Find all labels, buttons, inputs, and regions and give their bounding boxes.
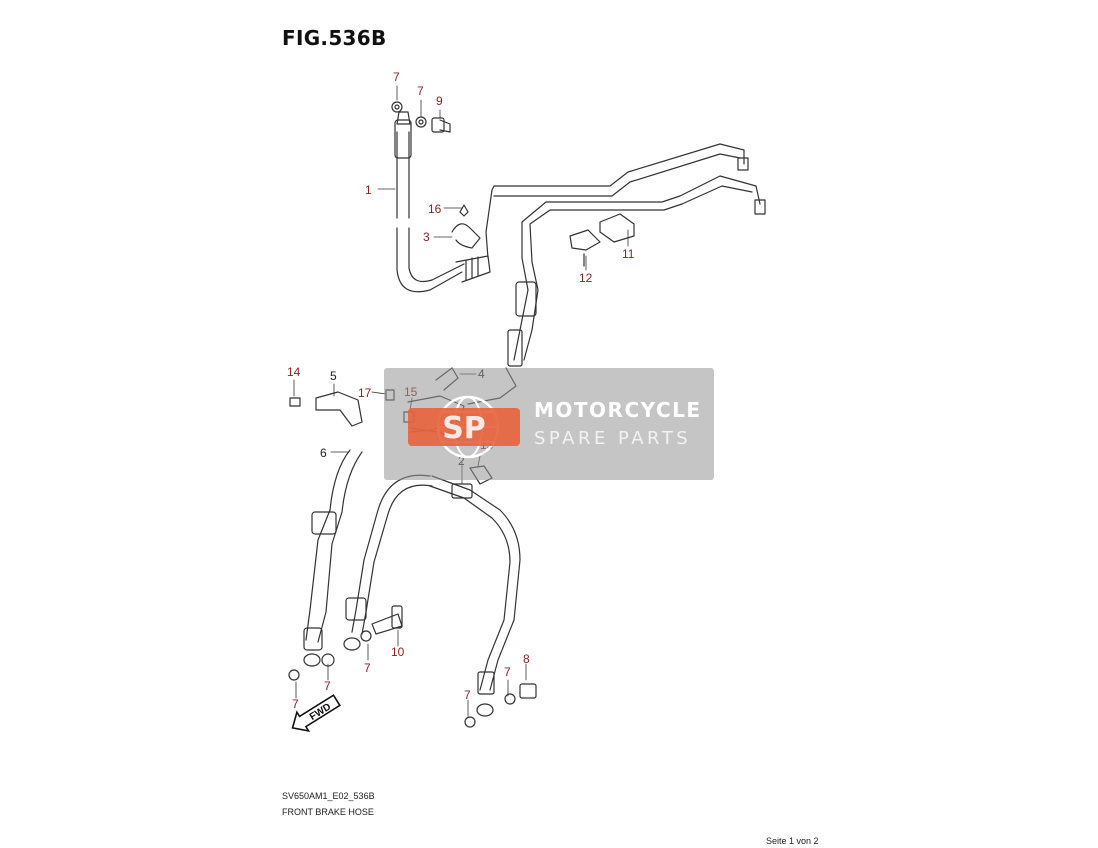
callout-14: 14 (287, 365, 301, 379)
watermark-banner: SP MOTORCYCLE SPARE PARTS (384, 368, 714, 480)
callout-6: 6 (320, 446, 327, 460)
callout-7: 7 (364, 661, 371, 675)
callout-10: 10 (391, 645, 405, 659)
upper-brake-hose (394, 111, 491, 293)
callout-7: 7 (504, 665, 511, 679)
callout-7: 7 (324, 679, 331, 693)
callout-17: 17 (358, 386, 372, 400)
logo-letters: SP (442, 411, 486, 446)
watermark-title: MOTORCYCLE (534, 398, 702, 422)
brake-pipe (467, 143, 766, 405)
callout-3: 3 (423, 230, 430, 244)
figure-code: SV650AM1_E02_536B (282, 791, 375, 801)
fwd-arrow-icon: FWD (291, 694, 341, 732)
callout-8: 8 (523, 652, 530, 666)
callout-12: 12 (579, 271, 593, 285)
front-right-hose (343, 474, 521, 728)
clamp-parts (451, 204, 635, 267)
callout-11: 11 (622, 247, 635, 261)
watermark-subtitle: SPARE PARTS (534, 428, 692, 449)
page-indicator: Seite 1 von 2 (766, 836, 819, 846)
callout-7: 7 (393, 70, 400, 84)
globe-logo-icon: SP (408, 395, 520, 459)
washers-and-bolt-top (391, 101, 451, 133)
callout-7: 7 (292, 697, 299, 711)
callout-16: 16 (428, 202, 442, 216)
callout-9: 9 (436, 94, 443, 108)
figure-title: FIG.536B (282, 26, 387, 50)
bolts-lower (371, 465, 537, 699)
callout-7: 7 (464, 688, 471, 702)
figure-description: FRONT BRAKE HOSE (282, 807, 374, 817)
callout-5: 5 (330, 369, 337, 383)
front-left-hose (288, 449, 363, 681)
callout-7: 7 (417, 84, 424, 98)
callout-1: 1 (365, 183, 372, 197)
